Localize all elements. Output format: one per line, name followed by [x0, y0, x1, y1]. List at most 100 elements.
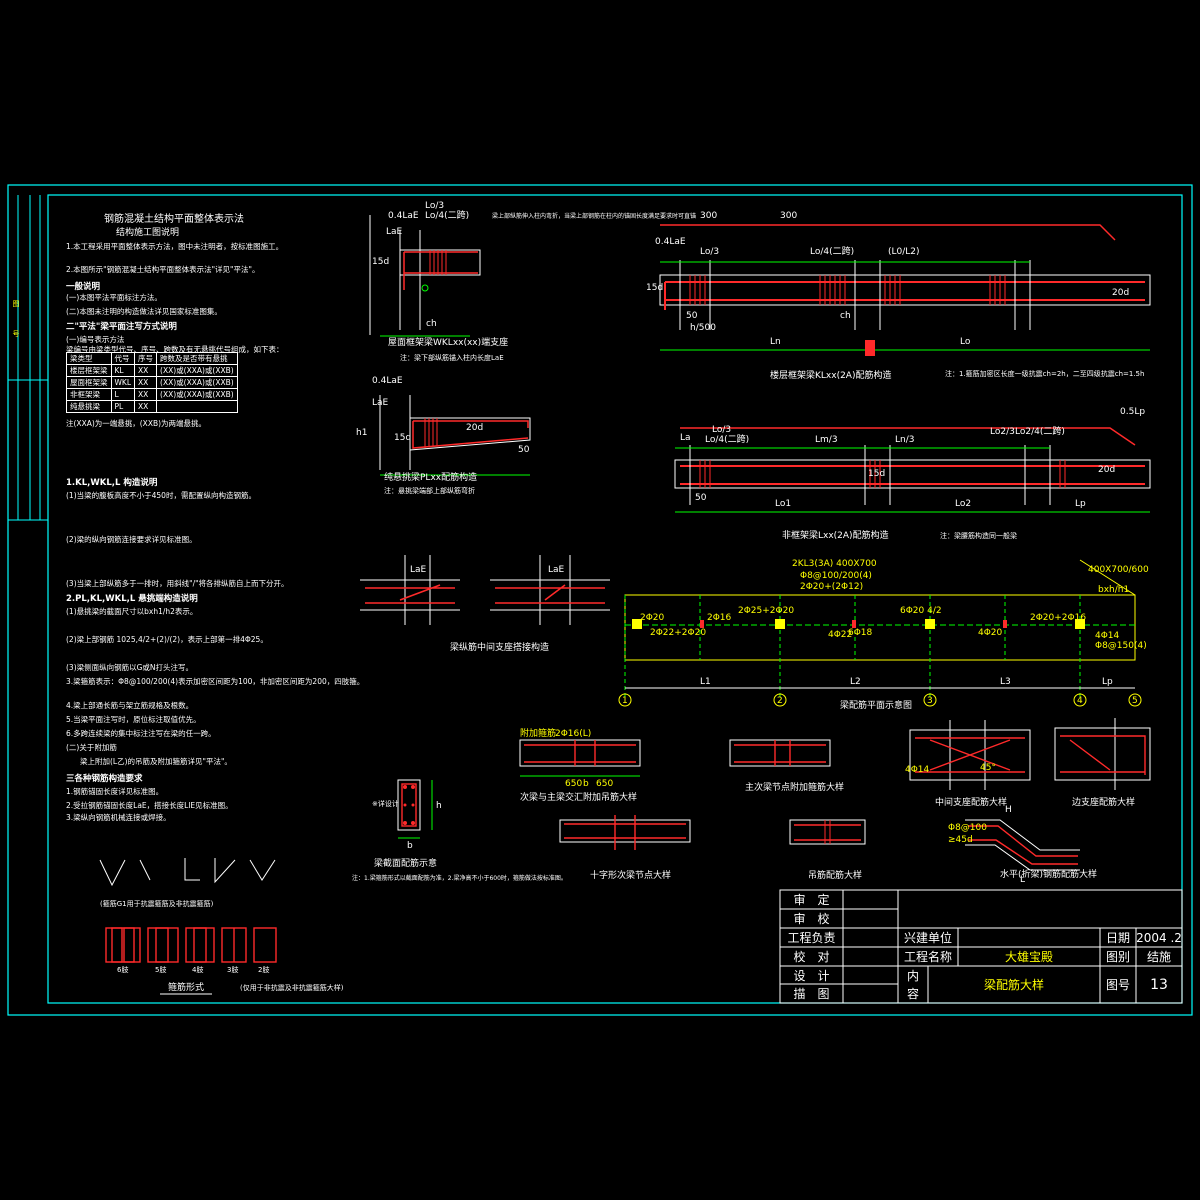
strip-label: 号	[12, 330, 20, 337]
tb-number-label: 图号	[1105, 978, 1130, 992]
d7-label: Φ8@100	[948, 823, 987, 833]
stirrup-shapes	[105, 927, 277, 963]
stirrup-note: (仅用于非抗震及非抗震箍筋大样)	[240, 983, 344, 992]
plan-label: 4Φ14	[1095, 631, 1120, 641]
note-line: 6.多跨连续梁的集中标注注写在梁的任一跨。	[66, 729, 216, 738]
stirrup-type-label: 4肢	[192, 965, 203, 974]
l-label: Lo/3	[712, 425, 731, 435]
plan-label: Φ8@100/200(4)	[800, 571, 872, 581]
kl-label: Ln	[770, 337, 781, 347]
l-label: 20d	[1098, 465, 1115, 475]
kl-label: 300	[780, 211, 797, 221]
pl-cantilever	[379, 395, 531, 476]
d1-label: b	[583, 779, 589, 789]
note-line: 3.梁箍筋表示：Φ8@100/200(4)表示加密区间距为100，非加密区间距为…	[66, 677, 365, 686]
tb-number-value: 13	[1150, 976, 1168, 993]
l-label: Lo/4(二跨)	[705, 434, 749, 445]
note-line: (3)梁侧面纵向钢筋以G或N打头注写。	[66, 663, 194, 672]
notes-heading: 结构施工图说明	[116, 228, 180, 238]
note-line: 4.梁上部通长筋与架立筋规格及根数。	[66, 701, 194, 710]
span-label: L1	[700, 677, 711, 687]
plan-label: 2Φ20	[640, 613, 665, 623]
tb-date-value: 2004 .2	[1136, 930, 1182, 945]
tb-approve: 审 定	[793, 893, 830, 907]
d5-label: 4Φ14	[905, 765, 930, 775]
kl-label: (L0/L2)	[888, 247, 920, 257]
note-heading: 二"平法"梁平面注写方式说明	[66, 322, 177, 332]
l-sub: 注：梁腰筋构造同一般梁	[940, 531, 1017, 540]
l-label: Lo1	[775, 499, 791, 509]
note-line: 5.当梁平面注写时，原位标注取值优先。	[66, 715, 201, 724]
l-label: 15d	[868, 469, 885, 479]
note-line: 2.本图所示"钢筋混凝土结构平面整体表示法"详见"平法"。	[66, 265, 260, 274]
l-label: Lm/3	[815, 435, 838, 445]
axis-bubbles	[618, 693, 1142, 707]
wkl-sub: 注：梁下部纵筋锚入柱内长度LaE	[400, 353, 504, 362]
kl-label: Lo/4(二跨)	[810, 246, 854, 257]
l-label: La	[680, 433, 691, 443]
d7-label: L	[1020, 875, 1025, 885]
wkl-label: Lo/3	[425, 201, 444, 211]
tb-check: 审 校	[793, 912, 830, 926]
tb-project-value: 大雄宝殿	[1004, 950, 1053, 964]
plan-label: bxh/h1	[1098, 585, 1129, 595]
stirrup-type-label: 6肢	[117, 965, 128, 974]
l-label: Lo2	[955, 499, 971, 509]
note-line: (2)梁上部钢筋 1025,4/2+(2)/(2)，表示上部第一排4Φ25。	[66, 635, 268, 644]
l-label: Lo2/4(二跨)	[1015, 426, 1065, 437]
tb-content-label: 内	[906, 968, 919, 983]
note-line: (1)当梁的腹板高度不小于450时，需配置纵向构造钢筋。	[66, 491, 256, 500]
d4-caption: 吊筋配筋大样	[808, 869, 862, 881]
detail-2	[729, 739, 831, 767]
tb-date-label: 日期	[1105, 931, 1130, 945]
table-cell: 纯悬挑梁	[66, 400, 112, 413]
detail-7	[965, 819, 1080, 871]
l-beam-elevation	[674, 427, 1151, 513]
axis-label: 4	[1077, 696, 1083, 706]
axis-label: 5	[1132, 696, 1138, 706]
kl-label: 20d	[1112, 288, 1129, 298]
d1-label: 650	[565, 779, 582, 789]
tb-engineer: 工程负责	[787, 931, 836, 945]
d7-label: H	[1005, 805, 1012, 815]
kl-note: 注：1.箍筋加密区长度一级抗震ch=2h，二至四级抗震ch=1.5h	[945, 369, 1144, 378]
plan-label: 6Φ20 4/2	[900, 606, 942, 616]
kl-label: 15d	[646, 283, 663, 293]
note-line: (二)本图未注明的构造做法详见国家标准图集。	[66, 307, 222, 316]
detail-4	[789, 819, 866, 845]
d5-caption: 中间支座配筋大样	[935, 796, 1007, 808]
stirrup-title: 箍筋形式	[168, 981, 204, 993]
plan-label: 2Φ20+(2Φ12)	[800, 582, 863, 592]
kl-label: ch	[840, 311, 851, 321]
wkl-label: LaE	[386, 227, 403, 237]
d5-label: 45°	[980, 763, 996, 773]
beam-section	[397, 779, 433, 839]
note-heading: 1.KL,WKL,L 构造说明	[66, 478, 158, 488]
span-label: L2	[850, 677, 861, 687]
stirrup-type-label: 3肢	[227, 965, 238, 974]
tb-design: 设 计	[793, 968, 830, 983]
lap-label: LaE	[548, 565, 565, 575]
d1-label: 2Φ16(L)	[555, 729, 591, 739]
pl-label: 20d	[466, 423, 483, 433]
wkl-end-support	[369, 215, 481, 337]
wkl-note: 梁上部纵筋伸入柱内弯折，当梁上部钢筋在柱内的锚固长度满足要求时可直锚	[492, 212, 696, 220]
col-caption: 梁截面配筋示意	[374, 857, 437, 869]
table-cell: XX	[134, 400, 158, 413]
hook-caption: (箍筋G1用于抗震箍筋及非抗震箍筋)	[100, 899, 214, 908]
note-line: (一)编号表示方法	[66, 335, 125, 344]
plan-label: 2Φ25+2Φ20	[738, 606, 794, 616]
axis-label: 1	[622, 696, 628, 706]
lap-label: LaE	[410, 565, 427, 575]
kl-label: h/500	[690, 323, 716, 333]
l-caption: 非框架梁Lxx(2A)配筋构造	[782, 529, 889, 541]
plan-label: 2Φ22+2Φ20	[650, 628, 706, 638]
tb-type-label: 图别	[1105, 950, 1130, 964]
pl-label: 15d	[394, 433, 411, 443]
note-line: 2.受拉钢筋锚固长度LaE，搭接长度LlE见标准图。	[66, 801, 233, 810]
kl-beam-elevation	[659, 224, 1151, 356]
plan-label: 6Φ18	[848, 628, 873, 638]
wkl-caption: 屋面框架梁WKLxx(xx)端支座	[388, 336, 508, 348]
